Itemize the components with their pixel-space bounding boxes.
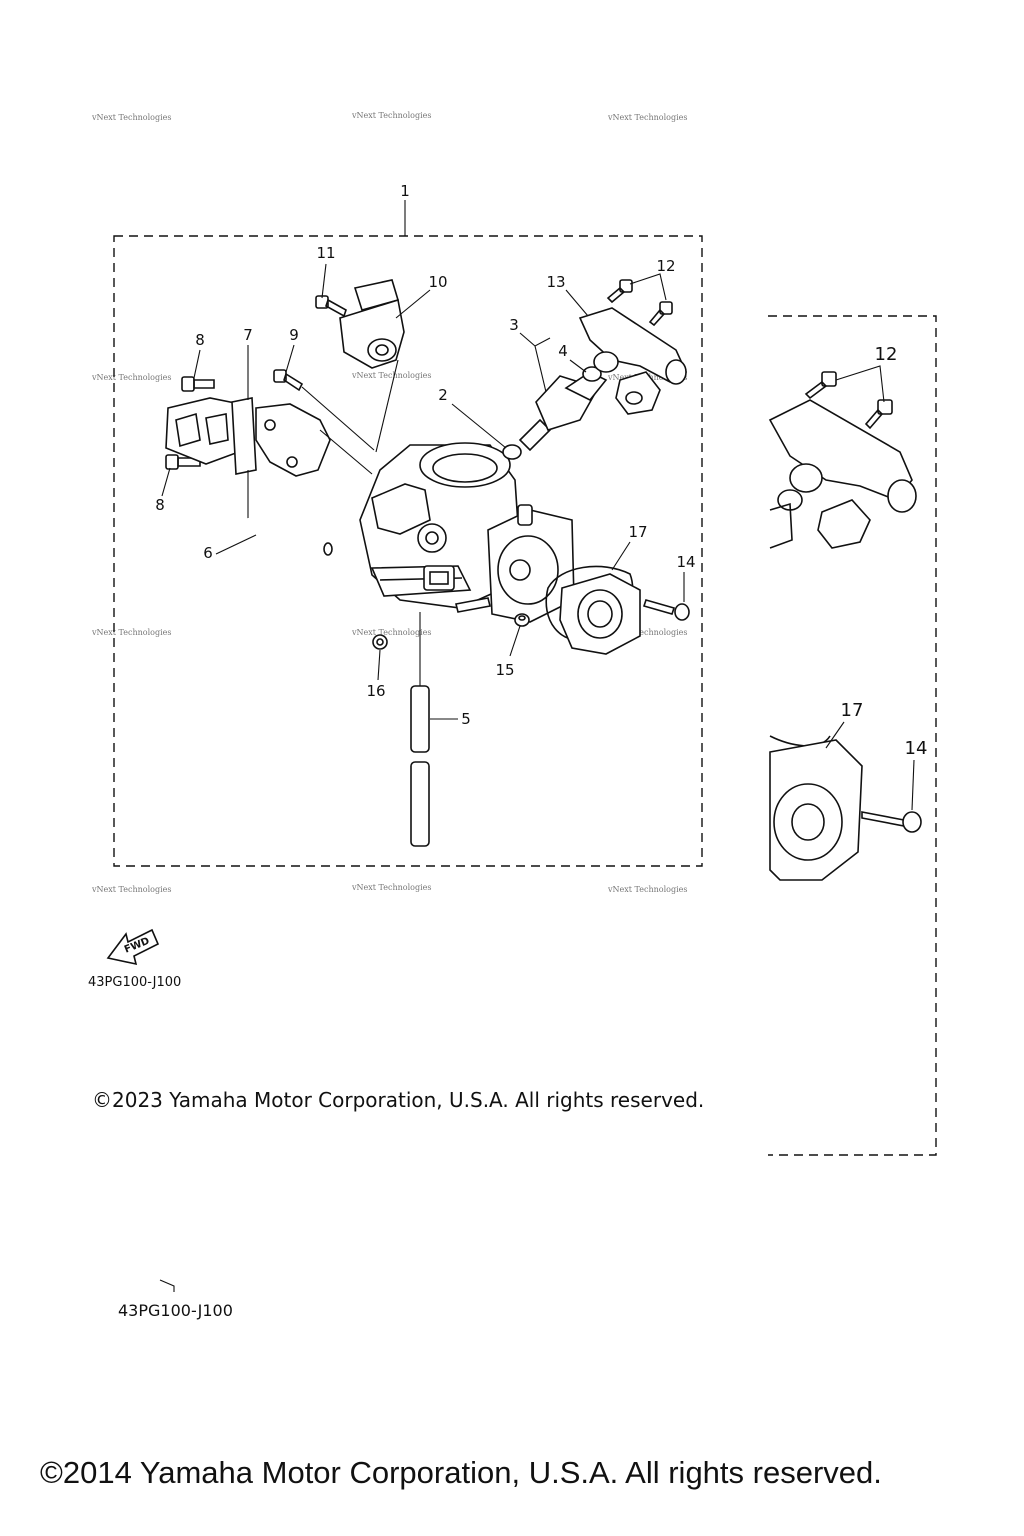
screws-12 bbox=[606, 279, 673, 327]
callout-1: 1 bbox=[400, 182, 410, 200]
watermark: vNext Technologies bbox=[351, 371, 431, 380]
callout-6: 6 bbox=[203, 544, 213, 562]
nut-15 bbox=[514, 613, 530, 627]
assembly-boundary bbox=[113, 235, 703, 867]
bolt-11 bbox=[315, 295, 347, 318]
arrow-fragment bbox=[159, 1279, 175, 1292]
copyright-2023: ©2023 Yamaha Motor Corporation, U.S.A. A… bbox=[92, 1088, 705, 1112]
inset-callout-12: 12 bbox=[875, 344, 898, 365]
throttle-body bbox=[359, 442, 575, 623]
bolt-8-bottom bbox=[165, 454, 201, 470]
bolt-8-top bbox=[181, 376, 215, 392]
watermark: vNext Technologies bbox=[91, 373, 171, 382]
o-ring-4 bbox=[582, 366, 602, 382]
watermark: vNext Technologies bbox=[351, 628, 431, 637]
callout-15: 15 bbox=[495, 661, 514, 679]
hose-6 bbox=[247, 516, 333, 556]
injector-3 bbox=[518, 371, 608, 452]
callout-16: 16 bbox=[366, 682, 385, 700]
callout-4: 4 bbox=[558, 342, 568, 360]
callout-9: 9 bbox=[289, 326, 299, 344]
callout-13: 13 bbox=[546, 273, 565, 291]
watermark: vNext Technologies bbox=[351, 111, 431, 120]
callout-7: 7 bbox=[243, 326, 253, 344]
callout-17: 17 bbox=[628, 523, 647, 541]
callout-11: 11 bbox=[316, 244, 335, 262]
diagram-code: 43PG100-J100 bbox=[88, 975, 181, 990]
inset-callout-14: 14 bbox=[905, 738, 928, 759]
watermark: vNext Technologies bbox=[91, 628, 171, 637]
diagram-code-duplicate: 43PG100-J100 bbox=[118, 1301, 233, 1320]
watermark: vNext Technologies bbox=[607, 113, 687, 122]
callouts: 1 11 10 7 9 8 8 6 2 3 4 13 12 17 14 bbox=[155, 182, 695, 728]
fuel-rail-13 bbox=[578, 307, 688, 415]
inset-frame bbox=[768, 315, 937, 1156]
callout-10: 10 bbox=[428, 273, 447, 291]
inset-drawing-bottom: 17 14 bbox=[769, 700, 928, 881]
callout-2: 2 bbox=[438, 386, 448, 404]
copyright-2014: ©2014 Yamaha Motor Corporation, U.S.A. A… bbox=[40, 1455, 882, 1490]
inset-drawing-top: 12 bbox=[768, 344, 917, 549]
cover-17 bbox=[545, 565, 641, 655]
watermark: vNext Technologies bbox=[607, 885, 687, 894]
inset-callout-17: 17 bbox=[841, 700, 864, 721]
o-ring-2 bbox=[502, 444, 522, 460]
sensor-10 bbox=[339, 279, 405, 369]
watermark: vNext Technologies bbox=[91, 885, 171, 894]
callout-8b: 8 bbox=[155, 496, 165, 514]
callout-12: 12 bbox=[656, 257, 675, 275]
fwd-arrow-icon: FWD bbox=[106, 928, 160, 966]
sensor-bracket-7 bbox=[165, 397, 331, 477]
clip-16 bbox=[372, 634, 388, 650]
callout-3: 3 bbox=[509, 316, 519, 334]
watermark: vNext Technologies bbox=[351, 883, 431, 892]
hose-5 bbox=[410, 612, 430, 847]
callout-5: 5 bbox=[461, 710, 471, 728]
callout-8a: 8 bbox=[195, 331, 205, 349]
callout-14: 14 bbox=[676, 553, 695, 571]
watermark: vNext Technologies bbox=[607, 628, 687, 637]
bolt-14 bbox=[642, 599, 690, 621]
bolt-9 bbox=[273, 369, 304, 392]
watermark: vNext Technologies bbox=[91, 113, 171, 122]
